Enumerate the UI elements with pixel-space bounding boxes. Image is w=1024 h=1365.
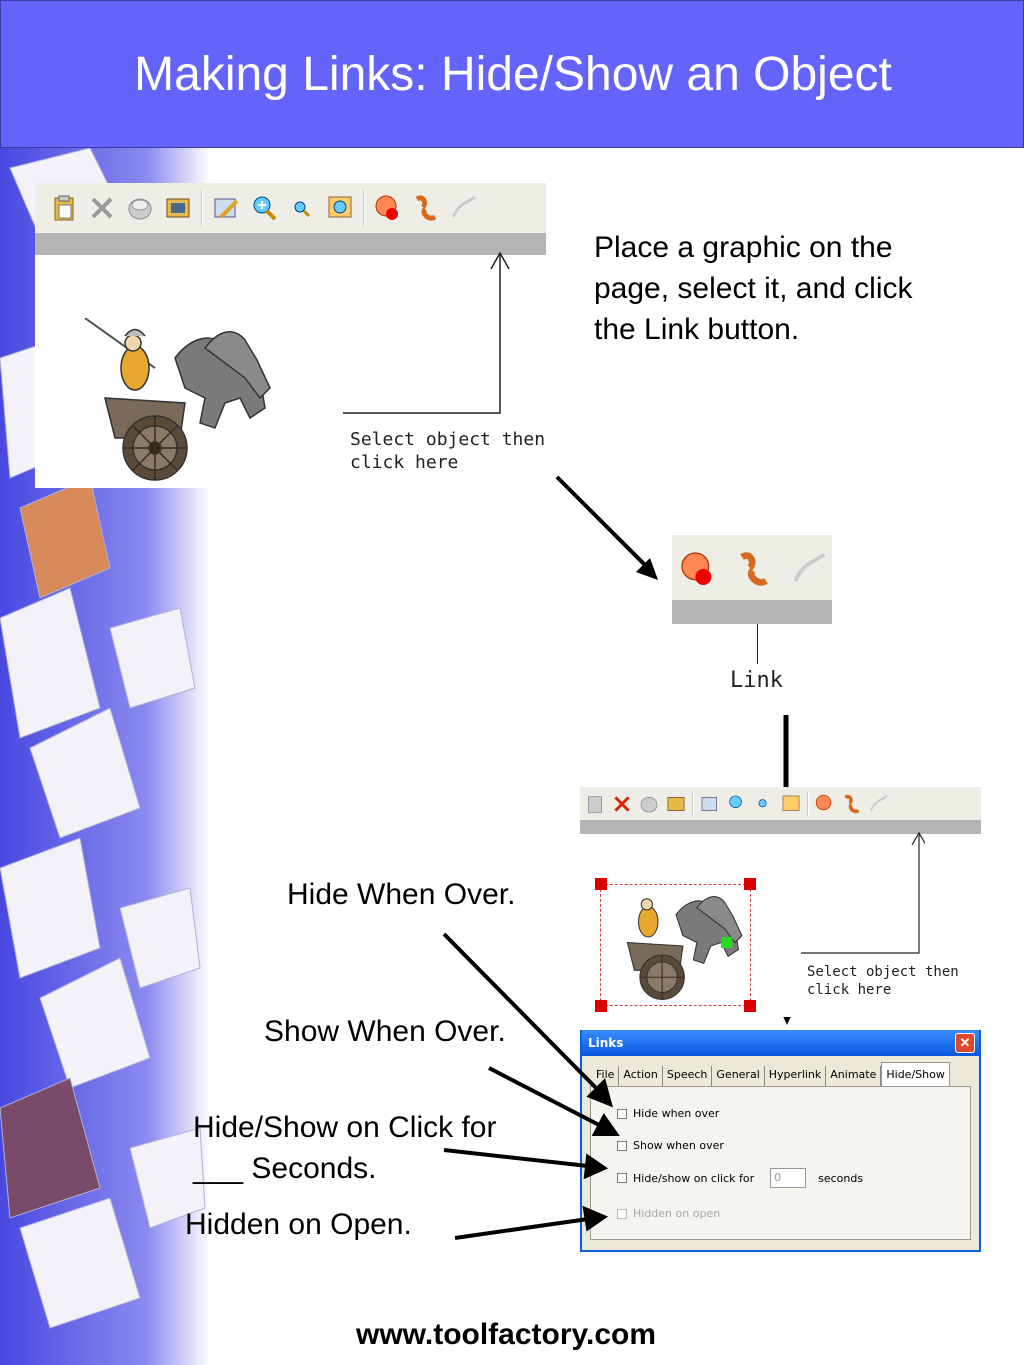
hide-when-over-checkbox[interactable] [617, 1108, 627, 1119]
screenshot-bottom: Select object then click here [580, 787, 981, 1017]
link-icon[interactable] [841, 793, 863, 815]
zoom-fit-icon[interactable] [325, 193, 355, 223]
link-label: Link [730, 668, 783, 693]
show-when-over-checkbox[interactable] [617, 1140, 627, 1151]
option-hide-when-over[interactable]: Hide when over [617, 1107, 719, 1120]
option-hidden-on-open[interactable]: Hidden on open [617, 1207, 720, 1220]
hide-show-pane: Hide when over Show when over Hide/show … [590, 1086, 971, 1240]
toolbar-bottom [580, 787, 981, 820]
option-show-when-over[interactable]: Show when over [617, 1139, 724, 1152]
picture-icon[interactable] [163, 193, 193, 223]
link-pointer-line [757, 624, 758, 664]
selection-handle[interactable] [744, 1000, 756, 1012]
selection-handle[interactable] [744, 878, 756, 890]
path-icon[interactable] [868, 793, 890, 815]
slide-title: Making Links: Hide/Show an Object [134, 48, 892, 101]
tab-action[interactable]: Action [619, 1066, 663, 1086]
title-bar: Making Links: Hide/Show an Object [0, 0, 1024, 148]
zoom-in-icon[interactable] [726, 793, 748, 815]
zoom-out-icon[interactable] [753, 793, 775, 815]
delete-x-icon[interactable] [611, 793, 633, 815]
link-icon[interactable] [734, 549, 774, 589]
hide-show-click-checkbox[interactable] [617, 1173, 627, 1183]
toolbar-gray-bar [580, 820, 981, 834]
callout-show-when-over: Show When Over. [264, 1015, 506, 1048]
pointer-arrow-bottom [801, 831, 925, 954]
sound-icon[interactable] [814, 793, 836, 815]
dialog-tabs: File Action Speech General Hyperlink Ani… [592, 1062, 950, 1086]
tab-animate[interactable]: Animate [826, 1066, 882, 1086]
toolbar-top [35, 183, 546, 233]
toolbar-separator [807, 791, 809, 816]
picture-icon[interactable] [665, 793, 687, 815]
stamp-icon[interactable] [638, 793, 660, 815]
pointer-arrow-top [343, 251, 510, 414]
delete-x-icon[interactable] [87, 193, 117, 223]
option-hide-show-click[interactable]: Hide/show on click for 0 seconds [617, 1168, 863, 1188]
seconds-input[interactable]: 0 [770, 1168, 807, 1188]
chariot-image [84, 318, 271, 481]
note-select-object-top: Select object then click here [350, 429, 546, 474]
dialog-title: Links [582, 1030, 979, 1056]
zoom-toolbar-row [672, 535, 832, 600]
toolbar-separator [692, 791, 694, 816]
tab-hide-show[interactable]: Hide/Show [881, 1062, 950, 1086]
edit-picture-icon[interactable] [211, 193, 241, 223]
toolbar-separator [363, 190, 365, 226]
tab-speech[interactable]: Speech [663, 1066, 713, 1086]
path-icon[interactable] [449, 193, 479, 223]
chariot-image-selected [626, 896, 743, 1000]
tab-general[interactable]: General [712, 1066, 765, 1086]
footer-url[interactable]: www.toolfactory.com [355, 1318, 657, 1351]
zoom-out-icon[interactable] [287, 193, 317, 223]
arrow-to-zoom [555, 475, 658, 580]
instruction-step1: Place a graphic on the page, select it, … [594, 231, 913, 346]
sound-icon[interactable] [678, 549, 718, 589]
callout-hide-when-over: Hide When Over. [287, 878, 516, 911]
toolbar-separator [201, 190, 203, 226]
zoom-toolbar-panel: Link [672, 535, 832, 695]
zoom-fit-icon[interactable] [780, 793, 802, 815]
callout-hidden-on-open: Hidden on Open. [185, 1208, 412, 1241]
callout-hide-show-click: Hide/Show on Click for ___ Seconds. [193, 1111, 497, 1185]
zoom-gray-bar [672, 600, 832, 624]
zoom-in-icon[interactable] [249, 193, 279, 223]
clipboard-icon[interactable] [584, 793, 606, 815]
tab-hyperlink[interactable]: Hyperlink [765, 1066, 827, 1086]
clipboard-icon[interactable] [49, 193, 79, 223]
screenshot-top: Select object then click here [35, 183, 546, 488]
link-icon[interactable] [411, 193, 441, 223]
path-icon[interactable] [790, 549, 830, 589]
edit-picture-icon[interactable] [699, 793, 721, 815]
links-dialog: Links ✕ File Action Speech General Hyper… [580, 1030, 981, 1252]
selection-handle[interactable] [595, 878, 607, 890]
selection-box[interactable] [600, 884, 751, 1006]
toolbar-gray-bar [35, 233, 546, 255]
stamp-icon[interactable] [125, 193, 155, 223]
note-select-object-bottom: Select object then click here [807, 964, 959, 999]
close-icon[interactable]: ✕ [955, 1033, 975, 1053]
tab-file[interactable]: File [592, 1066, 620, 1086]
sound-icon[interactable] [373, 193, 403, 223]
hidden-on-open-checkbox[interactable] [617, 1208, 627, 1219]
